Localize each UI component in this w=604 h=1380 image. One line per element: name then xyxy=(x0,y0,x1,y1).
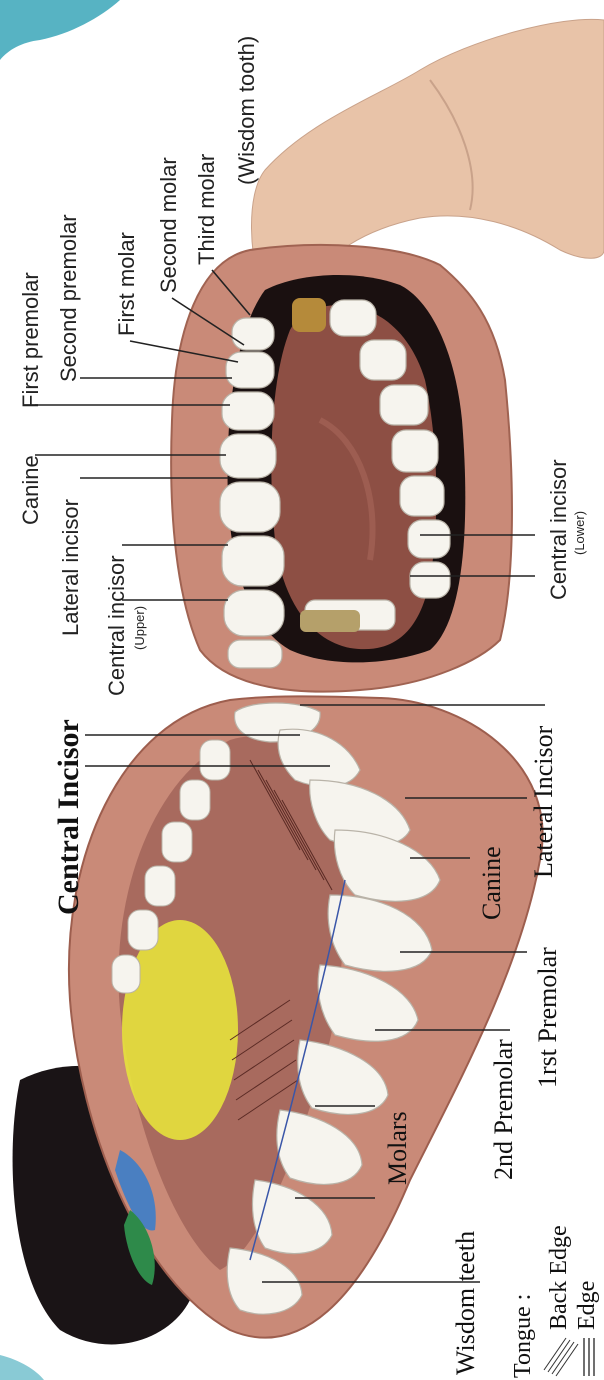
label-central-incisor-lower: Central incisor xyxy=(546,459,571,600)
legend-edge: Edge xyxy=(574,1281,600,1330)
label-second-premolar: Second premolar xyxy=(56,214,81,382)
upper-teeth xyxy=(220,318,284,668)
legend-back-edge-swatch xyxy=(544,1338,578,1376)
label-central-incisor-upper: Central incisor xyxy=(104,555,129,696)
label-wisdom-teeth: Wisdom teeth xyxy=(451,1231,480,1375)
bottom-figure: Central Incisor Lateral Incisor Canine 1… xyxy=(13,696,600,1378)
label-second-premolar-bottom: 2nd Premolar xyxy=(489,1039,518,1180)
stained-teeth xyxy=(300,610,360,632)
yellow-mark xyxy=(122,920,238,1140)
label-canine-top: Canine xyxy=(18,455,43,525)
label-first-premolar: First premolar xyxy=(18,272,43,408)
label-second-molar: Second molar xyxy=(156,157,181,293)
label-third-molar: Third molar xyxy=(194,154,219,265)
label-canine-bottom: Canine xyxy=(477,846,506,920)
label-first-molar: First molar xyxy=(114,232,139,336)
label-wisdom-tooth: (Wisdom tooth) xyxy=(234,36,259,185)
legend-edge-swatch xyxy=(584,1338,594,1376)
label-molars: Molars xyxy=(383,1111,412,1185)
label-lateral-incisor-top: Lateral incisor xyxy=(58,499,83,636)
label-lateral-incisor-bottom: Lateral Incisor xyxy=(529,725,558,878)
tongue-legend: Tongue : Back Edge Edge xyxy=(510,1225,600,1378)
frame-ornament-bottom xyxy=(0,1355,44,1380)
stained-molar xyxy=(292,298,326,332)
legend-back-edge: Back Edge xyxy=(546,1225,572,1330)
label-central-incisor-bottom: Central Incisor xyxy=(52,719,85,915)
legend-title: Tongue : xyxy=(510,1294,536,1378)
label-lower-note: (Lower) xyxy=(572,511,587,555)
label-upper-note: (Upper) xyxy=(132,606,147,650)
label-first-premolar-bottom: 1rst Premolar xyxy=(533,947,562,1088)
frame-ornament-top xyxy=(0,0,120,60)
